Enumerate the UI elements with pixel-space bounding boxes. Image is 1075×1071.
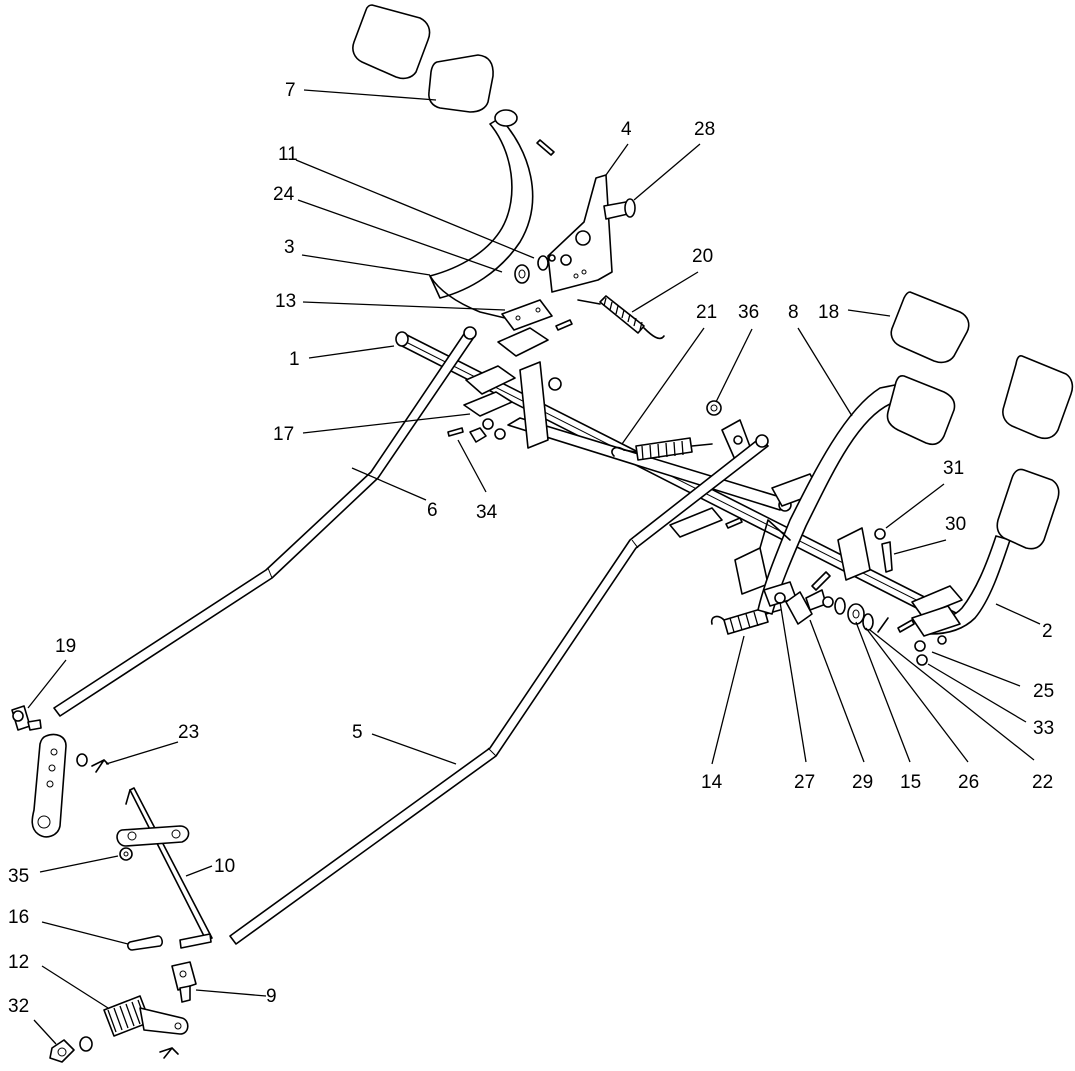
callout-10: 10 [214,856,235,877]
spring-20 [577,295,665,340]
nut-36 [706,400,722,416]
callout-28: 28 [694,119,715,140]
callout-21: 21 [696,302,717,323]
callout-16: 16 [8,907,29,928]
callout-1: 1 [289,349,300,370]
callout-4: 4 [621,119,632,140]
tread-pad-ribbed [1002,355,1074,440]
callout-11: 11 [278,144,298,165]
callout-14: 14 [701,772,723,793]
callout-23: 23 [178,722,199,743]
tread-pad-upper [352,4,431,80]
plate-13 [501,299,553,331]
callout-30: 30 [945,514,966,535]
clevis-19 [11,705,42,731]
small-pins [447,139,915,633]
washers-11-24 [514,254,556,284]
callout-35: 35 [8,866,29,887]
callout-27: 27 [794,772,815,793]
tread-pad-18 [890,291,970,364]
callout-20: 20 [692,246,713,267]
callout-26: 26 [958,772,979,793]
pedal-pad-7 [428,54,494,113]
callout-36: 36 [738,302,759,323]
bracket-4 [547,174,613,293]
callout-22: 22 [1032,772,1053,793]
pin-28 [603,198,636,220]
spring-21 [611,437,713,461]
nut-32 [49,1036,93,1063]
cotter-pin-23 [91,759,109,773]
hardware-row-right [774,528,947,666]
spring-12 [103,995,189,1059]
callout-29: 29 [852,772,873,793]
callout-5: 5 [352,722,363,743]
callout-33: 33 [1033,718,1054,739]
callout-18: 18 [818,302,839,323]
pivot-shaft [507,417,792,512]
rod-6 [53,326,477,717]
callout-labels: 1 2 3 4 5 6 7 8 9 10 11 12 13 14 15 16 1… [8,80,1054,1017]
callout-8: 8 [788,302,799,323]
callout-13: 13 [275,291,296,312]
leader-lines [27,89,1041,1045]
pedal-arm-3 [429,109,534,319]
tube-brackets [463,327,963,617]
callout-9: 9 [266,986,277,1007]
hardware-34 [469,418,506,443]
callout-24: 24 [273,184,295,205]
callout-6: 6 [427,500,438,521]
link-35 [116,825,190,861]
pedal-pad-2 [996,468,1060,550]
rod-5 [229,434,769,945]
callout-12: 12 [8,952,29,973]
sleeve-16 [127,935,163,951]
callout-2: 2 [1042,621,1053,642]
callout-34: 34 [476,502,498,523]
callout-32: 32 [8,996,29,1017]
callout-17: 17 [273,424,294,445]
callout-7: 7 [285,80,296,101]
callout-25: 25 [1033,681,1054,702]
pedal-arm-2 [911,535,1011,637]
link-plate [31,733,88,838]
callout-19: 19 [55,636,76,657]
pedal-pad-8 [886,374,956,446]
callout-3: 3 [284,237,295,258]
bracket-9 [171,961,197,1003]
rod-10 [125,787,213,949]
callout-31: 31 [943,458,964,479]
callout-15: 15 [900,772,921,793]
